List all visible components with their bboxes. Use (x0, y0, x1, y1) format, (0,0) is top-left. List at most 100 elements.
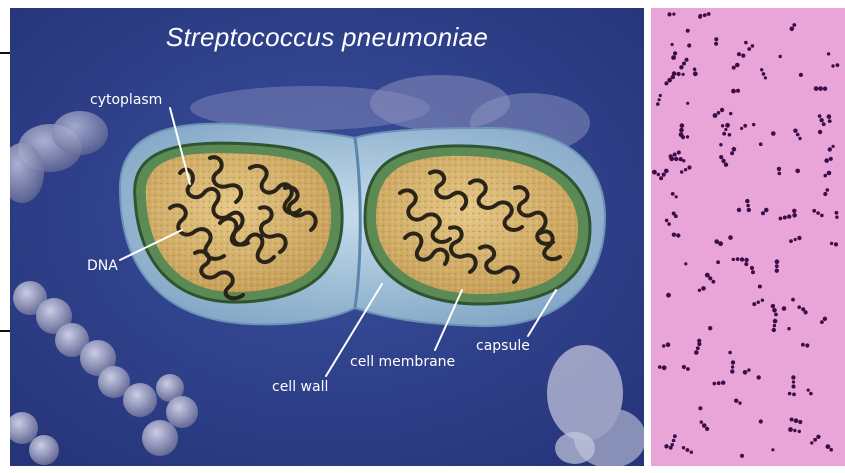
coccus (699, 14, 703, 18)
coccus (713, 113, 718, 118)
coccus (792, 380, 795, 383)
coccus (827, 52, 830, 55)
coccus (700, 420, 703, 423)
coccus (652, 170, 657, 175)
coccus (730, 369, 734, 373)
coccus (667, 12, 671, 16)
coccus (693, 68, 697, 72)
coccus (792, 209, 796, 213)
coccus (731, 89, 736, 94)
coccus (772, 328, 776, 332)
coccus (801, 343, 805, 347)
coccus (788, 427, 793, 432)
coccus (705, 427, 709, 431)
coccus (759, 142, 763, 146)
coccus (724, 163, 728, 167)
coccus (725, 123, 730, 128)
coccus (747, 47, 751, 51)
coccus (658, 365, 662, 369)
coccus (794, 238, 797, 241)
coccus (741, 54, 745, 58)
coccus (779, 55, 782, 58)
coccus (798, 430, 801, 433)
coccus (687, 165, 691, 169)
coccus (662, 344, 665, 347)
label-cytoplasm: cytoplasm (90, 92, 162, 108)
coccus (836, 63, 840, 67)
coccus (677, 151, 681, 155)
coccus (672, 71, 677, 76)
coccus (783, 216, 787, 220)
coccus (764, 208, 769, 213)
coccus (771, 448, 774, 451)
coccus (702, 423, 707, 428)
coccus (670, 443, 674, 447)
coccus (762, 72, 766, 76)
coccus (676, 233, 680, 237)
coccus (744, 258, 748, 262)
coccus (672, 233, 676, 237)
coccus (686, 367, 690, 371)
label-cell-membrane: cell membrane (350, 354, 455, 370)
coccus (810, 441, 813, 444)
coccus (773, 324, 776, 327)
coccus (805, 343, 809, 347)
coccus (827, 171, 832, 176)
coccus (721, 159, 725, 163)
coccus (731, 360, 735, 364)
coccus (735, 63, 740, 68)
coccus (820, 320, 824, 324)
coccus (666, 293, 671, 298)
coccus (799, 73, 803, 77)
coccus (717, 111, 721, 115)
coccus (681, 135, 685, 139)
coccus (792, 393, 796, 397)
coccus (818, 130, 822, 134)
coccus (761, 299, 764, 302)
coccus (686, 29, 690, 33)
coccus (787, 327, 790, 330)
coccus (743, 370, 748, 375)
coccus (667, 222, 671, 226)
coccus (835, 211, 839, 215)
coccus (732, 258, 735, 261)
right-cell (365, 146, 590, 304)
coccus (789, 239, 793, 243)
coccus (698, 406, 702, 410)
coccus (675, 195, 678, 198)
coccus (720, 108, 724, 112)
coccus (750, 266, 754, 270)
coccus (793, 129, 797, 133)
coccus (697, 339, 701, 343)
coccus (657, 173, 660, 176)
coccus (714, 42, 718, 46)
coccus (744, 41, 748, 45)
coccus (682, 365, 686, 369)
coccus (707, 12, 711, 16)
coccus (798, 137, 801, 140)
coccus (686, 448, 690, 452)
coccus (793, 429, 796, 432)
coccus (829, 448, 833, 452)
coccus (822, 122, 826, 126)
coccus (759, 419, 763, 423)
coccus (771, 131, 776, 136)
coccus (672, 13, 675, 16)
coccus (760, 68, 763, 71)
coccus (664, 169, 669, 174)
coccus (771, 304, 775, 308)
coccus (747, 368, 750, 371)
coccus (791, 384, 795, 388)
coccus (814, 86, 819, 91)
coccus (834, 242, 838, 246)
coccus (658, 98, 661, 101)
coccus (779, 217, 783, 221)
coccus (664, 444, 668, 448)
coccus (728, 235, 733, 240)
coccus (734, 399, 738, 403)
coccus (724, 128, 727, 131)
coccus (807, 389, 810, 392)
coccus (696, 346, 700, 350)
coccus (662, 173, 666, 177)
coccus (729, 112, 732, 115)
